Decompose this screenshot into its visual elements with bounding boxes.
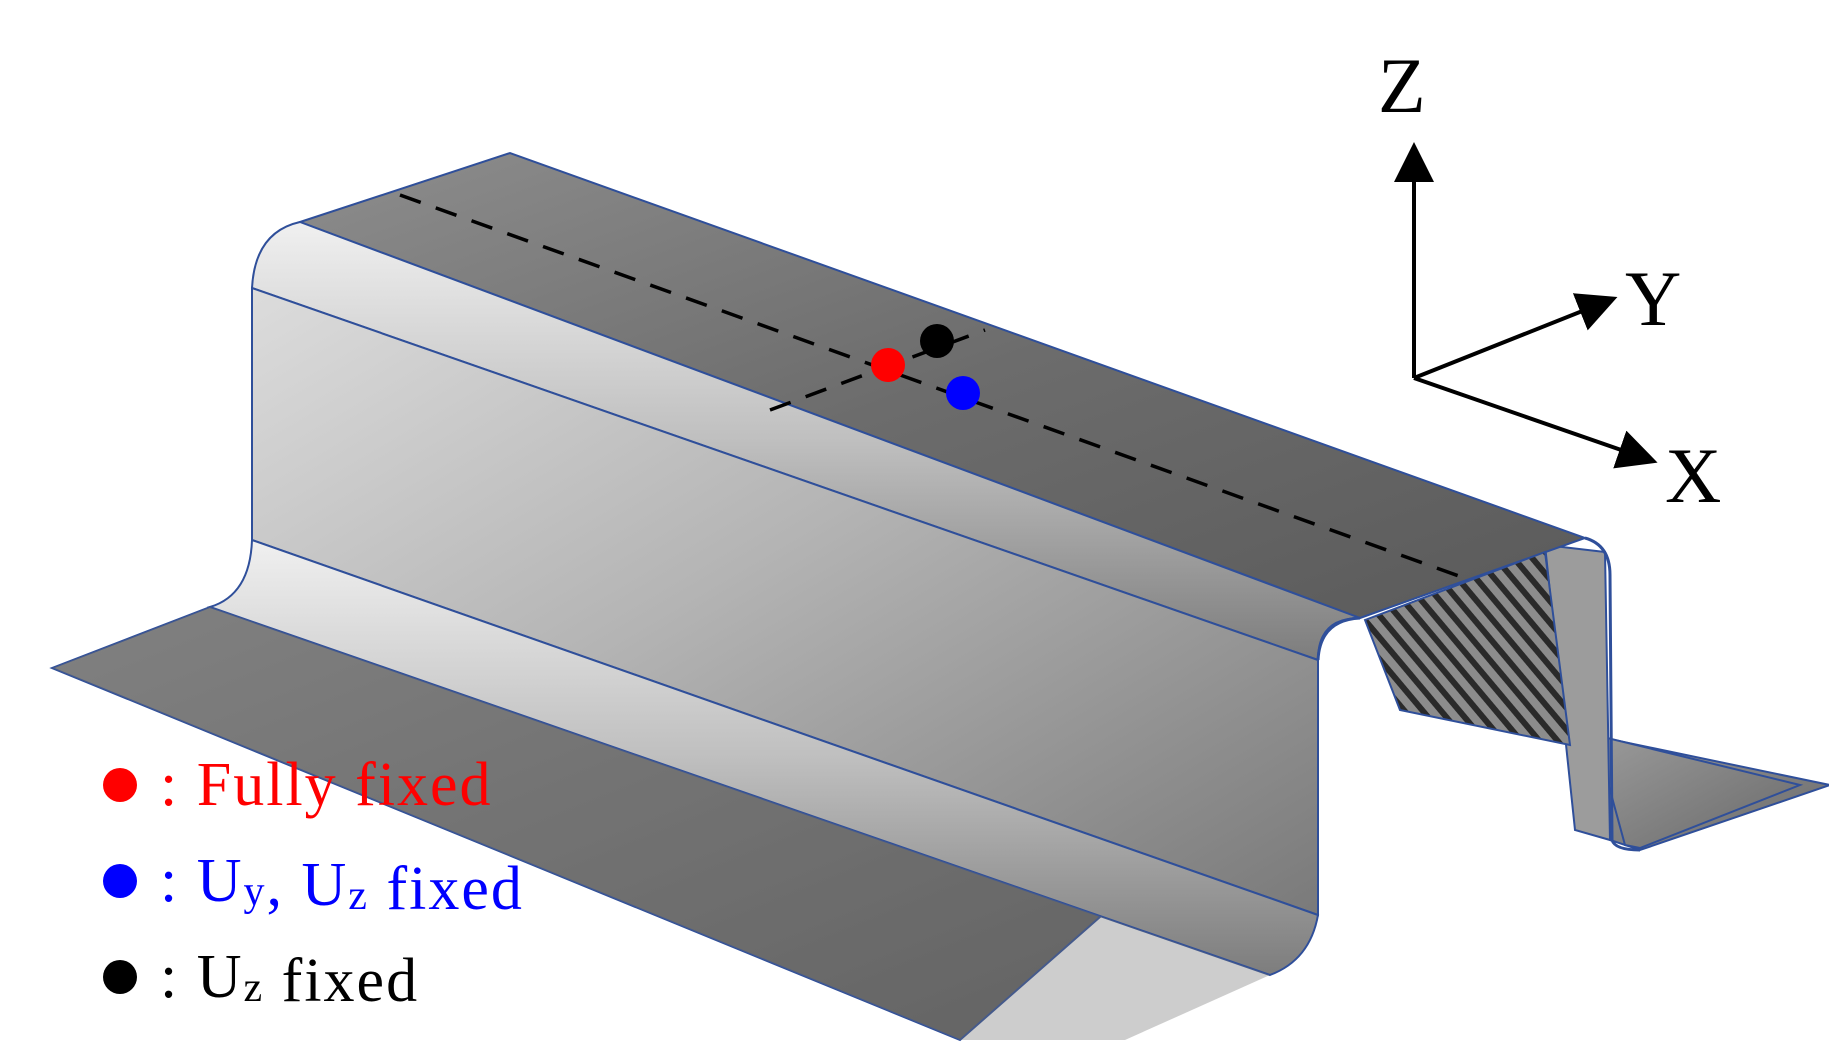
right-wall-edge (1584, 536, 1641, 852)
legend-dot (103, 960, 137, 994)
legend-label: : Uy, Uz fixed (160, 847, 524, 923)
x-axis-label: X (1665, 432, 1721, 519)
left-wall-end (1316, 616, 1361, 661)
right-flange-strip (1593, 733, 1804, 850)
uz-fixed-point (920, 324, 954, 358)
coordinate-axes: Z Y X (1378, 42, 1721, 519)
front-flange-strip (52, 607, 1270, 1040)
x-axis-arrow (1413, 376, 1658, 469)
legend-label: : Uz fixed (160, 943, 419, 1015)
y-axis-label: Y (1625, 255, 1681, 342)
legend: : Fully fixed : Uy, Uz fixed : Uz fixed (103, 751, 524, 1015)
legend-fully-fixed: : Fully fixed (103, 751, 493, 819)
legend-label: : Fully fixed (160, 751, 493, 819)
uy-uz-fixed-point (946, 376, 980, 410)
bottom-bend (206, 538, 1320, 977)
cross-section-hatch (1363, 550, 1572, 747)
legend-uz-fixed: : Uz fixed (103, 943, 419, 1015)
y-axis-arrow (1413, 293, 1618, 380)
legend-dot (103, 864, 137, 898)
legend-dot (103, 768, 137, 802)
fully-fixed-point (871, 348, 905, 382)
z-axis-label: Z (1378, 42, 1426, 129)
legend-uy-uz-fixed: : Uy, Uz fixed (103, 847, 524, 923)
